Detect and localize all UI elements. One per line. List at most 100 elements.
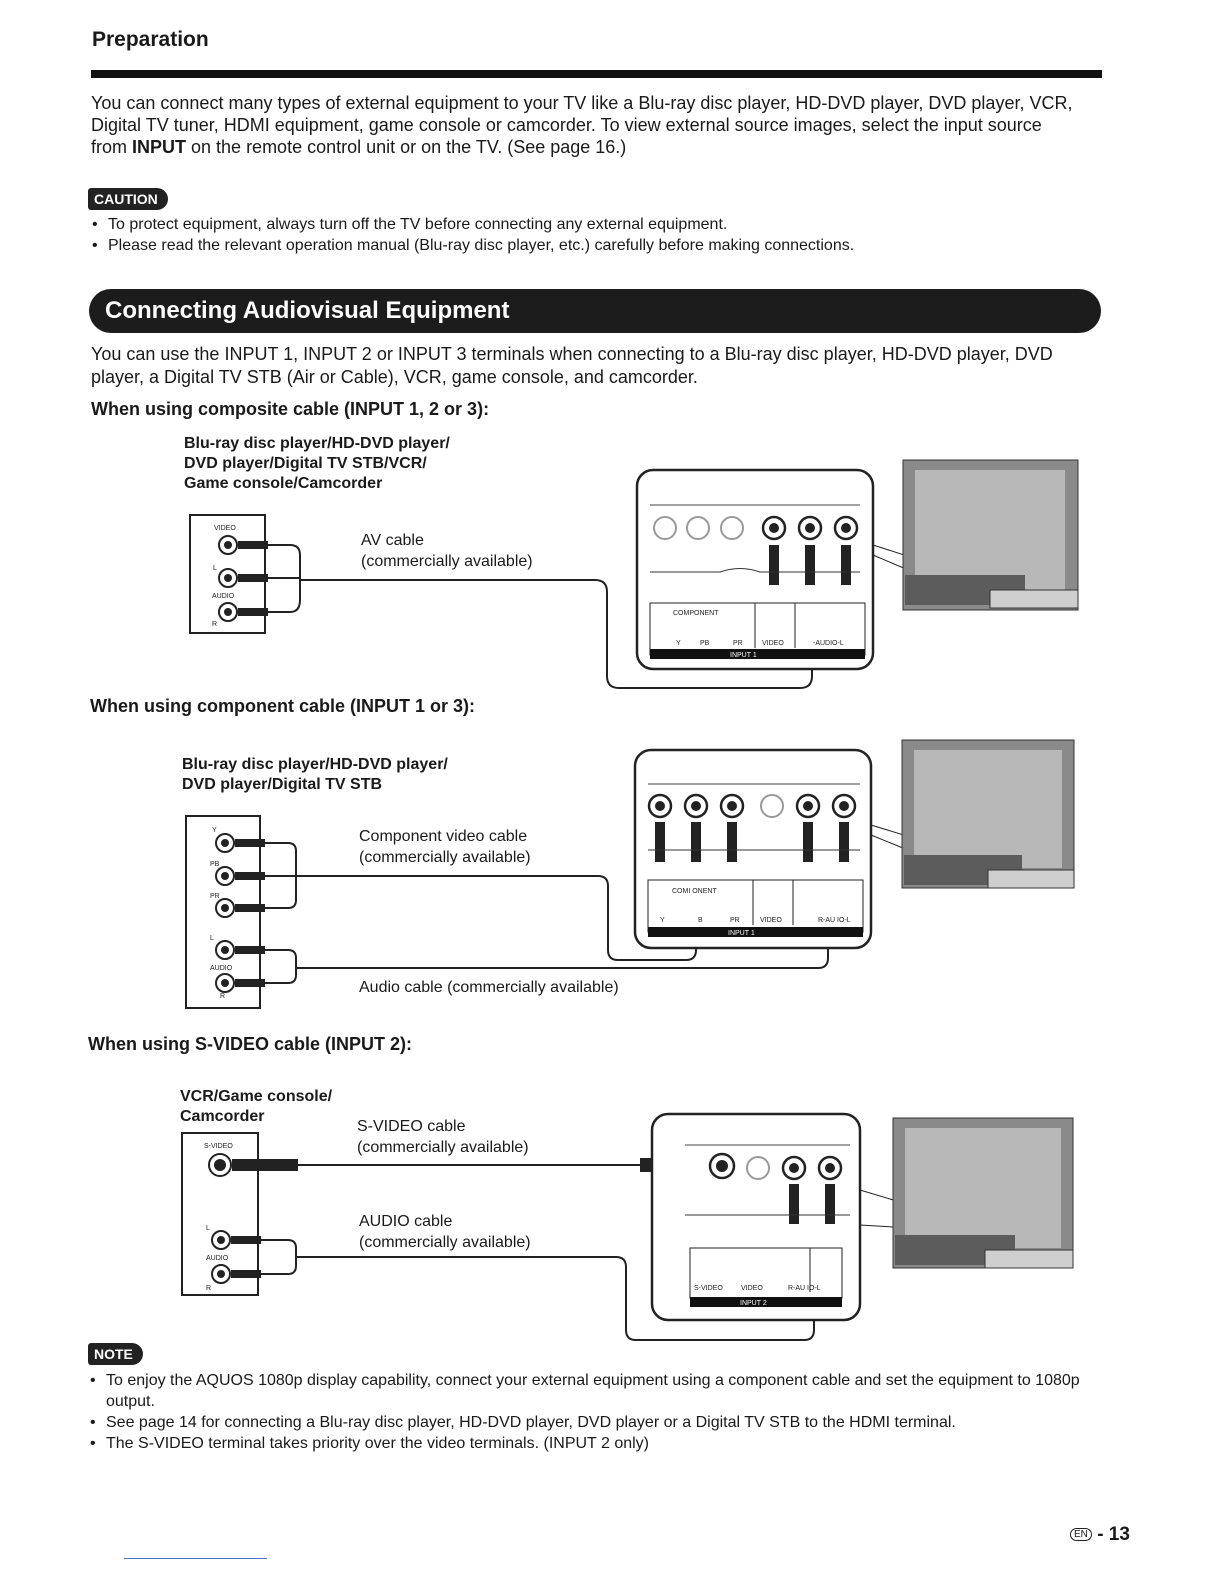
panel-label: R-AU IO-L [818, 917, 851, 924]
svideo-jack-icon [208, 1153, 232, 1177]
panel-label: B [698, 917, 703, 924]
panel-label: COMI ONENT [672, 888, 717, 895]
jack-label: L [210, 935, 214, 942]
panel-label: PR [733, 640, 743, 647]
cable-line: S-VIDEO cable [357, 1118, 466, 1135]
tv-illustration [902, 459, 1079, 611]
note-label: NOTE [88, 1343, 143, 1365]
rca-jack-icon [211, 1230, 231, 1250]
jack-label: L [213, 565, 217, 572]
cable-line: AUDIO cable [359, 1213, 453, 1230]
panel-label: INPUT 1 [728, 930, 755, 937]
rca-jack-icon [218, 535, 238, 555]
jack-label: R [212, 621, 217, 628]
composite-device-label: Blu-ray disc player/HD-DVD player/ DVD p… [184, 434, 514, 494]
device-line: Camcorder [180, 1108, 265, 1125]
panel-label: S-VIDEO [694, 1285, 723, 1292]
title-rule [91, 70, 1102, 78]
component-device-label: Blu-ray disc player/HD-DVD player/ DVD p… [182, 755, 512, 795]
rca-jack-icon [218, 602, 238, 622]
rca-plug-icon [231, 1159, 298, 1278]
rca-jack-icon [215, 973, 235, 993]
intro-input-bold: INPUT [132, 137, 187, 157]
page-title: Preparation [92, 28, 209, 51]
jack-label: L [206, 1225, 210, 1232]
section-lead: You can use the INPUT 1, INPUT 2 or INPU… [91, 344, 1053, 387]
jack-label: R [206, 1285, 211, 1292]
jack-label: PR [210, 893, 220, 900]
rca-jack-icon [211, 1264, 231, 1284]
svideo-cable-label: S-VIDEO cable (commercially available) [357, 1116, 529, 1158]
tv-illustration [901, 739, 1075, 889]
cable-line: (commercially available) [357, 1139, 529, 1156]
device-line: DVD player/Digital TV STB [182, 776, 383, 793]
svideo-device-label: VCR/Game console/ Camcorder [180, 1087, 380, 1127]
panel-label: VIDEO [762, 640, 784, 647]
caution-list: To protect equipment, always turn off th… [90, 214, 1090, 256]
jack-label: VIDEO [214, 525, 236, 532]
panel-label: R-AU IO-L [788, 1285, 821, 1292]
panel-jacks [647, 793, 857, 819]
caution-badge: CAUTION [88, 188, 168, 210]
jack-label: AUDIO [206, 1255, 229, 1262]
jack-label: Y [212, 827, 217, 834]
tv-illustration [892, 1117, 1074, 1269]
panel-label: Y [676, 640, 681, 647]
cable-line: AV cable [361, 532, 424, 549]
panel-label: COMPONENT [673, 610, 719, 617]
input-panel [647, 879, 864, 933]
rca-jack-icon [215, 833, 235, 853]
jack-label: PB [210, 861, 220, 868]
rca-plug-icon [235, 839, 265, 987]
language-badge: EN [1070, 1528, 1092, 1541]
rca-plug-icon [655, 822, 849, 862]
panel-label: VIDEO [741, 1285, 763, 1292]
rca-plug-icon [238, 541, 268, 616]
footer-line [124, 1558, 267, 1559]
note-item: The S-VIDEO terminal takes priority over… [88, 1433, 1098, 1454]
panel-jacks [708, 1152, 843, 1181]
panel-label: VIDEO [760, 917, 782, 924]
svideo-heading: When using S-VIDEO cable (INPUT 2): [88, 1034, 413, 1054]
device-line: VCR/Game console/ [180, 1088, 333, 1105]
rca-plug-icon [769, 545, 851, 585]
caution-item: Please read the relevant operation manua… [90, 235, 1090, 256]
svideo-audio-cable-label: AUDIO cable (commercially available) [359, 1211, 531, 1253]
caution-label: CAUTION [88, 188, 168, 210]
cable-line: (commercially available) [361, 553, 533, 570]
rca-jack-icon [215, 866, 235, 886]
component-cable-label: Component video cable (commercially avai… [359, 826, 531, 868]
device-line: Blu-ray disc player/HD-DVD player/ [182, 756, 448, 773]
page-number-text: - 13 [1097, 1524, 1130, 1545]
jack-label: AUDIO [210, 965, 233, 972]
jack-label: R [220, 993, 225, 1000]
device-jack-panel [181, 1132, 259, 1296]
panel-label: Y [660, 917, 665, 924]
panel-label: -AUDIO-L [813, 640, 844, 647]
panel-label: INPUT 1 [730, 652, 757, 659]
intro-text-b: on the remote control unit or on the TV.… [186, 137, 627, 157]
device-line: Blu-ray disc player/HD-DVD player/ [184, 435, 450, 452]
note-badge: NOTE [88, 1343, 143, 1365]
rca-plug-icon [789, 1184, 835, 1224]
note-list: To enjoy the AQUOS 1080p display capabil… [88, 1370, 1098, 1454]
rca-jack-icon [215, 898, 235, 918]
caution-item: To protect equipment, always turn off th… [90, 214, 1090, 235]
intro-text-a: You can connect many types of external e… [91, 93, 1073, 157]
section-banner: Connecting Audiovisual Equipment [89, 289, 1101, 333]
panel-jacks [653, 515, 859, 541]
rca-jack-icon [218, 568, 238, 588]
component-heading: When using component cable (INPUT 1 or 3… [90, 696, 476, 716]
panel-label: PB [700, 640, 710, 647]
cable-line: (commercially available) [359, 1234, 531, 1251]
device-line: Game console/Camcorder [184, 475, 383, 492]
jack-label: AUDIO [212, 593, 235, 600]
jack-label: S-VIDEO [204, 1143, 233, 1150]
audio-cable-label: Audio cable (commercially available) [359, 979, 619, 996]
device-line: DVD player/Digital TV STB/VCR/ [184, 455, 427, 472]
cable-line: (commercially available) [359, 849, 531, 866]
note-item: To enjoy the AQUOS 1080p display capabil… [88, 1370, 1098, 1412]
